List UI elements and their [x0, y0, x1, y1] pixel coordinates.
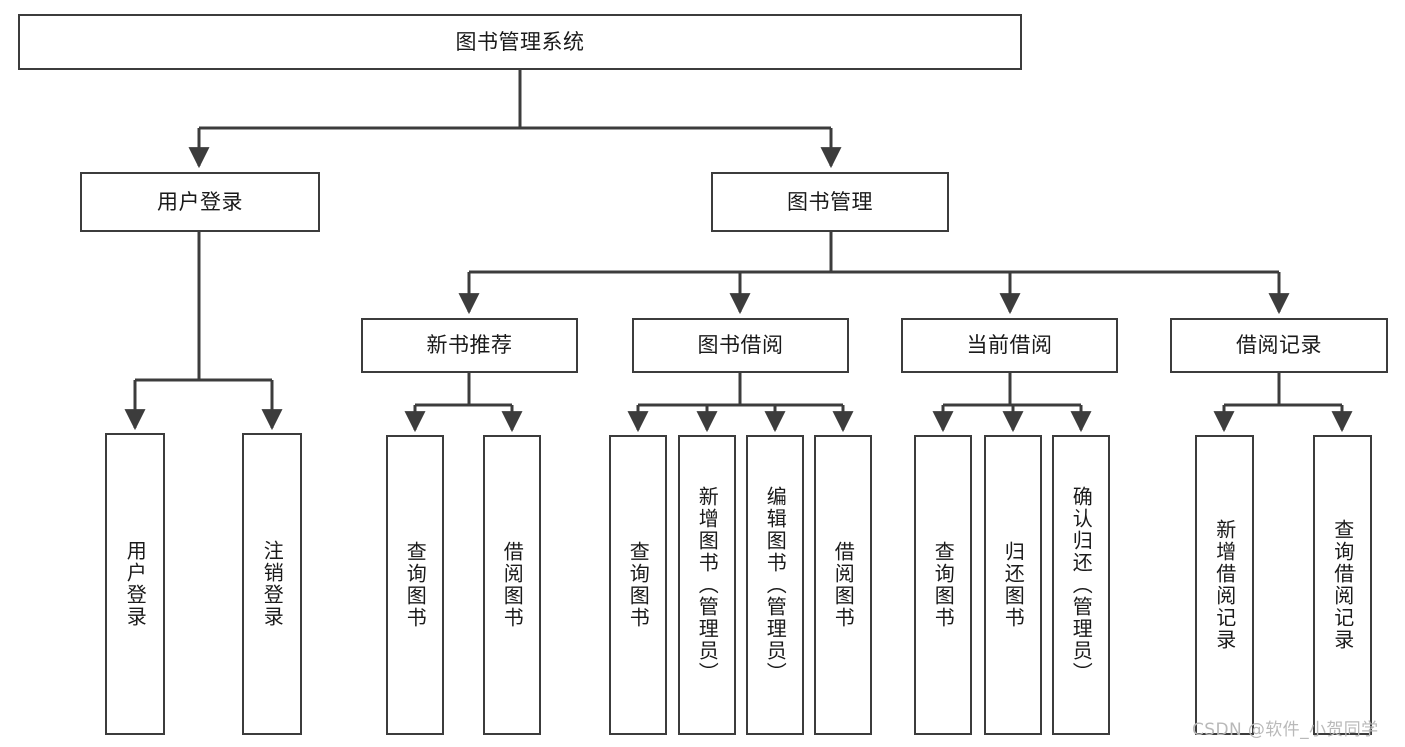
node-label: 编辑图书（管理员） — [763, 486, 788, 684]
node-label: 借阅图书 — [500, 541, 525, 629]
node-label: 查询借阅记录 — [1330, 519, 1355, 651]
node-label: 新增借阅记录 — [1212, 519, 1237, 651]
node-label: 当前借阅 — [966, 333, 1053, 358]
leaf-book-borrow-query[interactable]: 查询图书 — [609, 435, 667, 735]
node-label: 新增图书（管理员） — [695, 486, 720, 684]
node-label: 查询图书 — [626, 541, 651, 629]
node-label: 新书推荐 — [426, 333, 513, 358]
node-label: 查询图书 — [931, 541, 956, 629]
leaf-current-borrow-return[interactable]: 归还图书 — [984, 435, 1042, 735]
leaf-book-borrow-lend[interactable]: 借阅图书 — [814, 435, 872, 735]
node-label: 图书管理系统 — [455, 29, 585, 54]
node-label: 用户登录 — [123, 540, 148, 628]
node-label: 借阅记录 — [1236, 333, 1322, 358]
leaf-user-login-logout[interactable]: 注销登录 — [242, 433, 302, 735]
node-label: 用户登录 — [157, 189, 243, 214]
leaf-borrow-record-add[interactable]: 新增借阅记录 — [1195, 435, 1254, 735]
csdn-watermark: CSDN @软件_小贺同学 — [1192, 720, 1379, 740]
node-label: 注销登录 — [260, 540, 285, 628]
leaf-book-borrow-add[interactable]: 新增图书（管理员） — [678, 435, 736, 735]
node-label: 归还图书 — [1001, 541, 1026, 629]
node-new-book-recommend[interactable]: 新书推荐 — [361, 318, 578, 373]
node-book-management[interactable]: 图书管理 — [711, 172, 949, 232]
node-label: 查询图书 — [403, 541, 428, 629]
leaf-user-login-login[interactable]: 用户登录 — [105, 433, 165, 735]
node-label: 确认归还（管理员） — [1069, 486, 1094, 684]
leaf-borrow-record-query[interactable]: 查询借阅记录 — [1313, 435, 1372, 735]
leaf-current-borrow-confirm[interactable]: 确认归还（管理员） — [1052, 435, 1110, 735]
node-user-login[interactable]: 用户登录 — [80, 172, 320, 232]
leaf-new-book-query[interactable]: 查询图书 — [386, 435, 444, 735]
node-borrow-record[interactable]: 借阅记录 — [1170, 318, 1388, 373]
node-book-borrow[interactable]: 图书借阅 — [632, 318, 849, 373]
node-label: 借阅图书 — [831, 541, 856, 629]
leaf-book-borrow-edit[interactable]: 编辑图书（管理员） — [746, 435, 804, 735]
leaf-new-book-borrow[interactable]: 借阅图书 — [483, 435, 541, 735]
node-label: 图书借阅 — [697, 333, 784, 358]
leaf-current-borrow-query[interactable]: 查询图书 — [914, 435, 972, 735]
node-current-borrow[interactable]: 当前借阅 — [901, 318, 1118, 373]
node-label: 图书管理 — [787, 189, 873, 214]
node-root-book-management-system[interactable]: 图书管理系统 — [18, 14, 1022, 70]
